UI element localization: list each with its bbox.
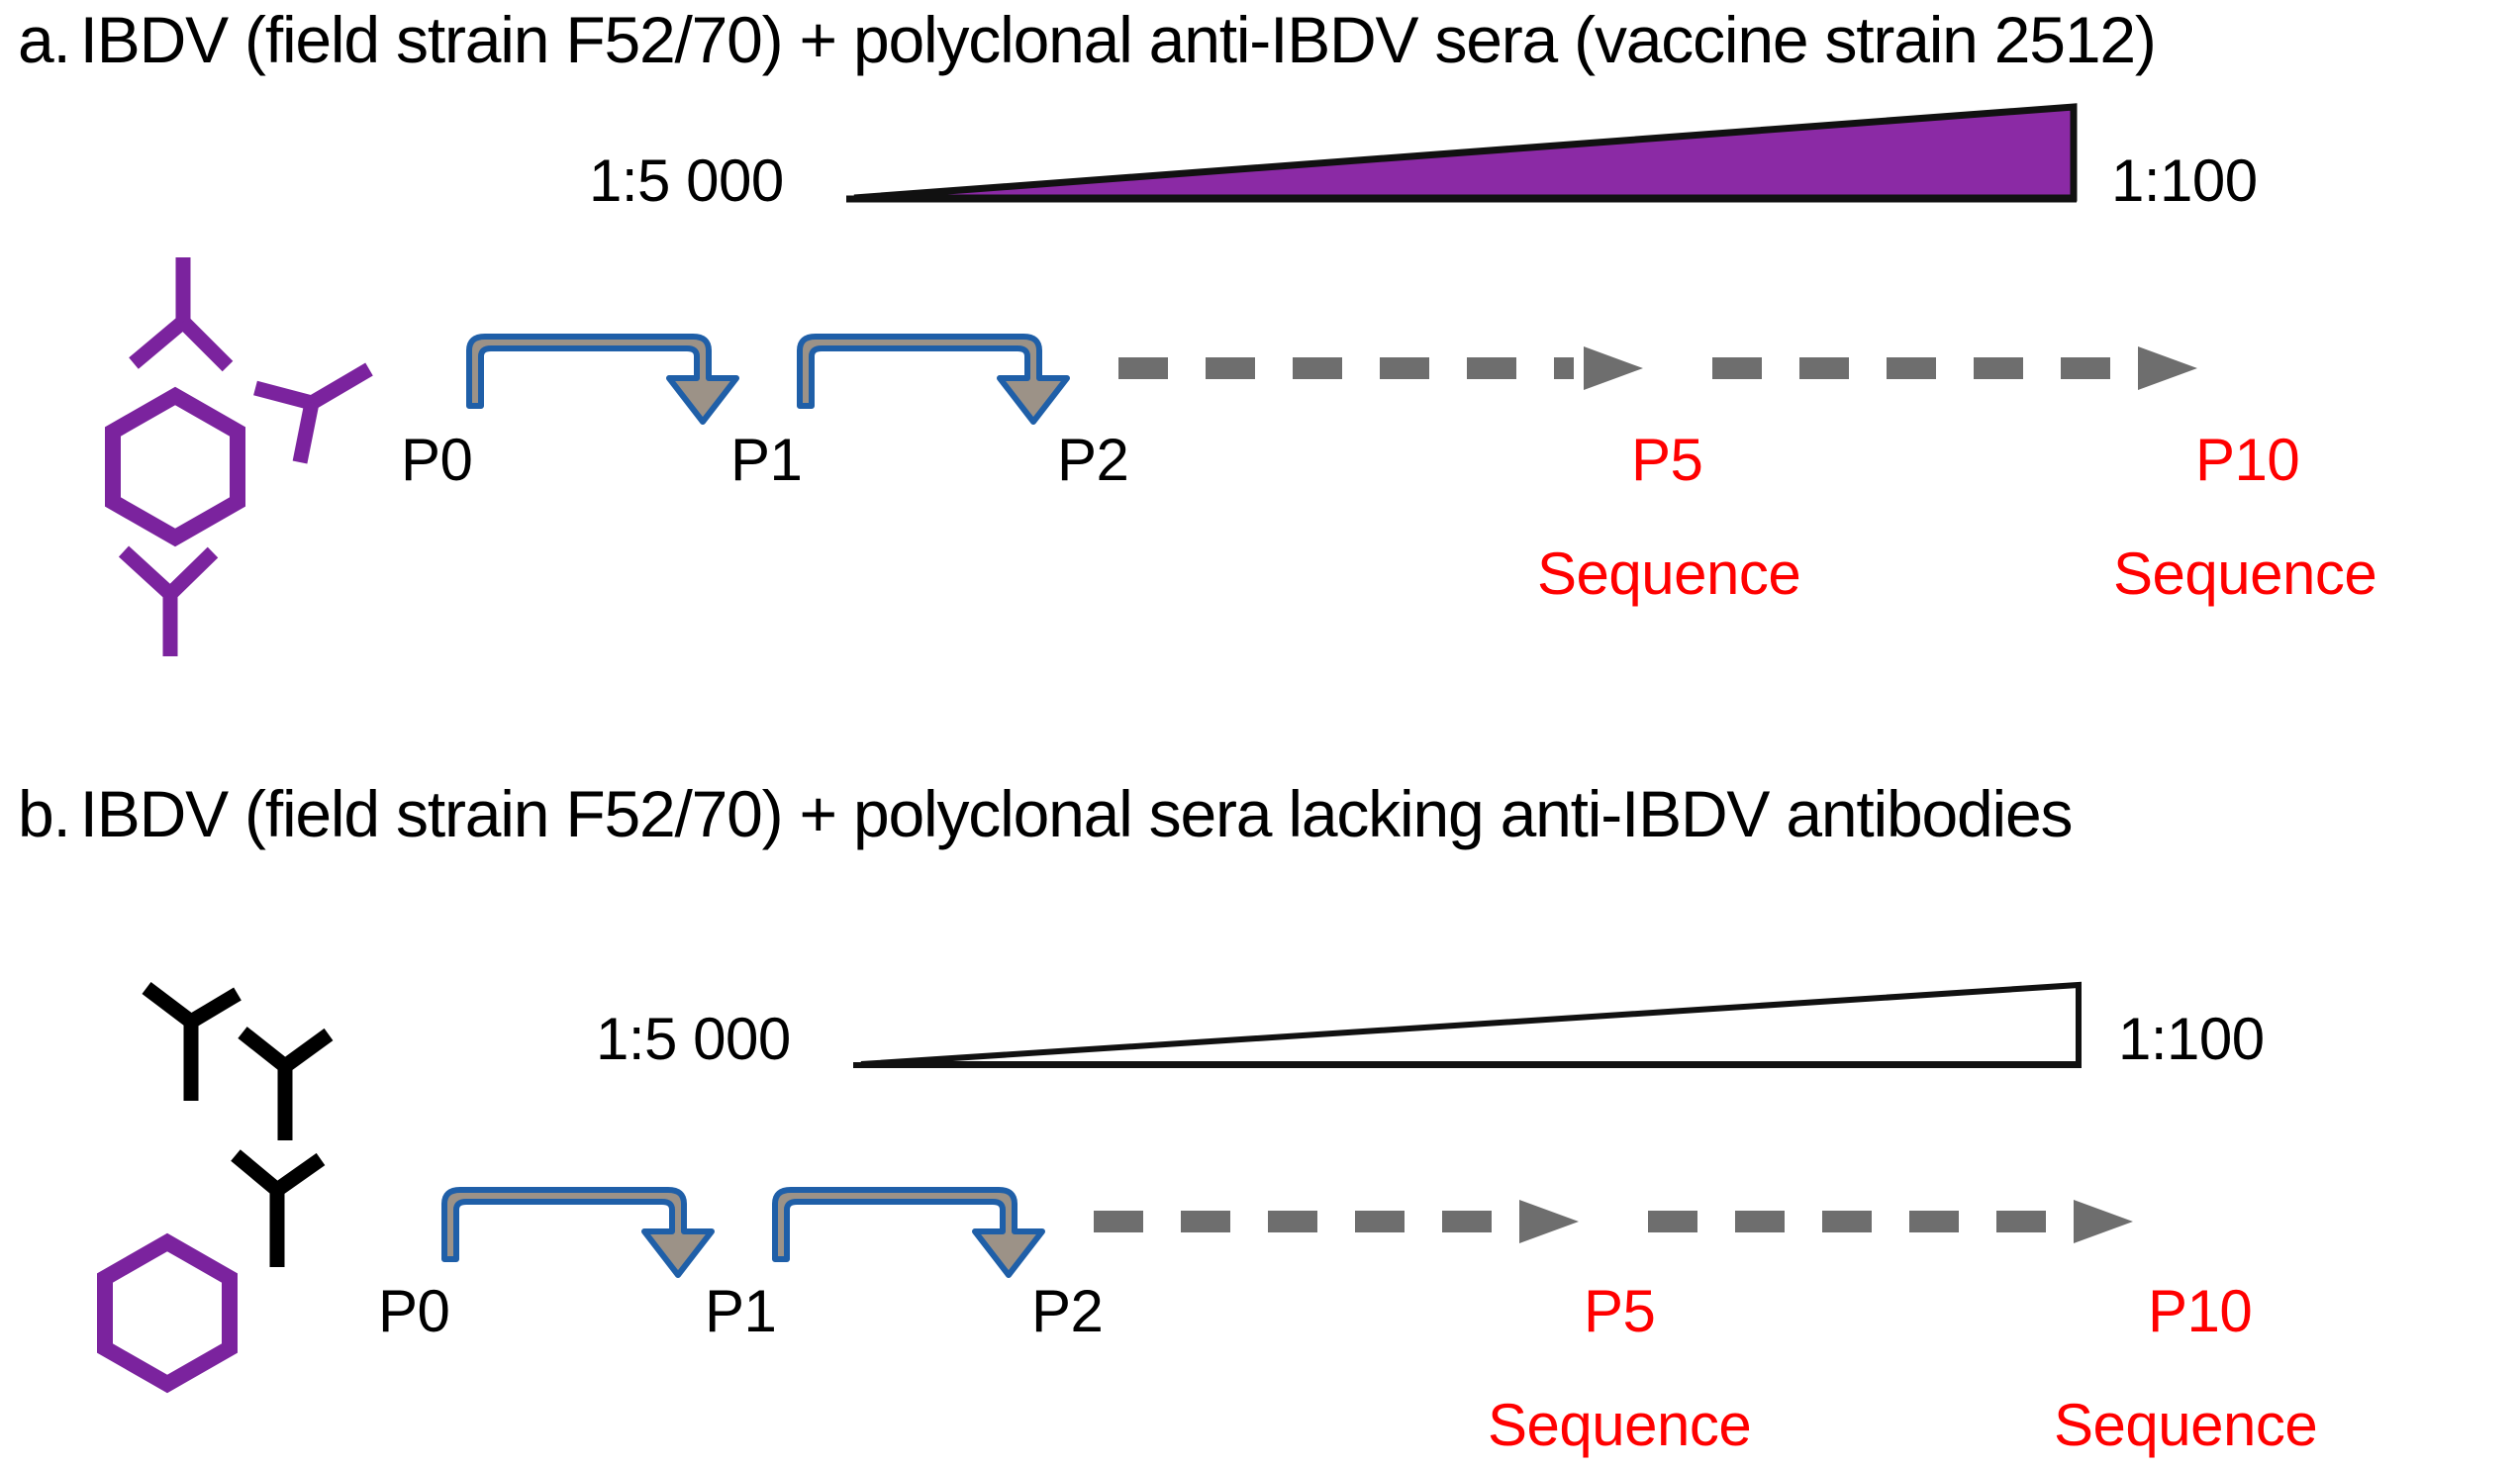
panel-b-gradient-right-label: 1:100	[2118, 1006, 2265, 1072]
panel-a-sequence-note-p10: Sequence	[2113, 540, 2377, 607]
dashed-arrow-icon	[1712, 346, 2197, 390]
dashed-arrow-icon	[1118, 346, 1643, 390]
panel-b-virus-antibody-cluster	[79, 931, 416, 1394]
gradient-wedge-icon	[846, 103, 2078, 203]
gradient-wedge-icon	[853, 981, 2082, 1068]
panel-b-passage-label-p2: P2	[1031, 1278, 1104, 1344]
panel-a-marker: a.	[18, 3, 71, 76]
panel-a-title: a.IBDV (field strain F52/70) + polyclona…	[18, 3, 2157, 76]
panel-b-passage-label-p1: P1	[705, 1278, 777, 1344]
panel-b-title: b.IBDV (field strain F52/70) + polyclona…	[18, 777, 2074, 850]
panel-a-passage-label-p0: P0	[401, 427, 473, 493]
antibody-icon	[253, 362, 373, 464]
dashed-arrow-icon	[1648, 1200, 2133, 1243]
hexagon-icon	[97, 1232, 238, 1394]
panel-a-virus-antibody-cluster	[69, 243, 406, 658]
panel-b-passage-label-p0: P0	[378, 1278, 450, 1344]
panel-b-gradient-left-label: 1:5 000	[596, 1006, 791, 1072]
panel-b-gradient-wedge	[853, 965, 2090, 1074]
panel-a-passage-label-p2: P2	[1057, 427, 1129, 493]
panel-b-passage-label-p10: P10	[2148, 1278, 2253, 1344]
antibody-icon	[142, 982, 242, 1101]
panel-b-sequence-note-p10: Sequence	[2054, 1392, 2318, 1458]
panel-a-passage-label-p10: P10	[2195, 427, 2300, 493]
passage-arrow-icon	[797, 334, 1070, 425]
panel-a-title-text: IBDV (field strain F52/70) + polyclonal …	[79, 3, 2157, 76]
panel-b-passage-arrows	[431, 1180, 2212, 1299]
passage-arrow-icon	[441, 1187, 715, 1278]
antibody-icon	[238, 1027, 334, 1140]
panel-b: b.IBDV (field strain F52/70) + polyclona…	[0, 752, 2520, 1472]
panel-a-passage-label-p5: P5	[1631, 427, 1703, 493]
panel-a-passage-label-p1: P1	[730, 427, 803, 493]
dashed-arrow-icon	[1094, 1200, 1579, 1243]
passage-arrow-icon	[772, 1187, 1045, 1278]
panel-b-passage-label-p5: P5	[1584, 1278, 1656, 1344]
hexagon-icon	[105, 386, 245, 547]
panel-a-gradient-right-label: 1:100	[2111, 147, 2258, 214]
passage-arrow-icon	[466, 334, 739, 425]
panel-a: a.IBDV (field strain F52/70) + polyclona…	[18, 3, 2377, 658]
antibody-icon	[129, 257, 234, 372]
panel-a-gradient-left-label: 1:5 000	[589, 147, 784, 214]
panel-a-gradient-wedge	[846, 99, 2084, 208]
panel-b-marker: b.	[18, 777, 71, 850]
panel-b-title-text: IBDV (field strain F52/70) + polyclonal …	[79, 777, 2074, 850]
antibody-icon	[118, 545, 219, 656]
panel-a-passage-arrows	[455, 327, 2237, 445]
panel-a-sequence-note-p5: Sequence	[1537, 540, 1801, 607]
panel-b-sequence-note-p5: Sequence	[1488, 1392, 1752, 1458]
antibody-icon	[231, 1149, 326, 1267]
